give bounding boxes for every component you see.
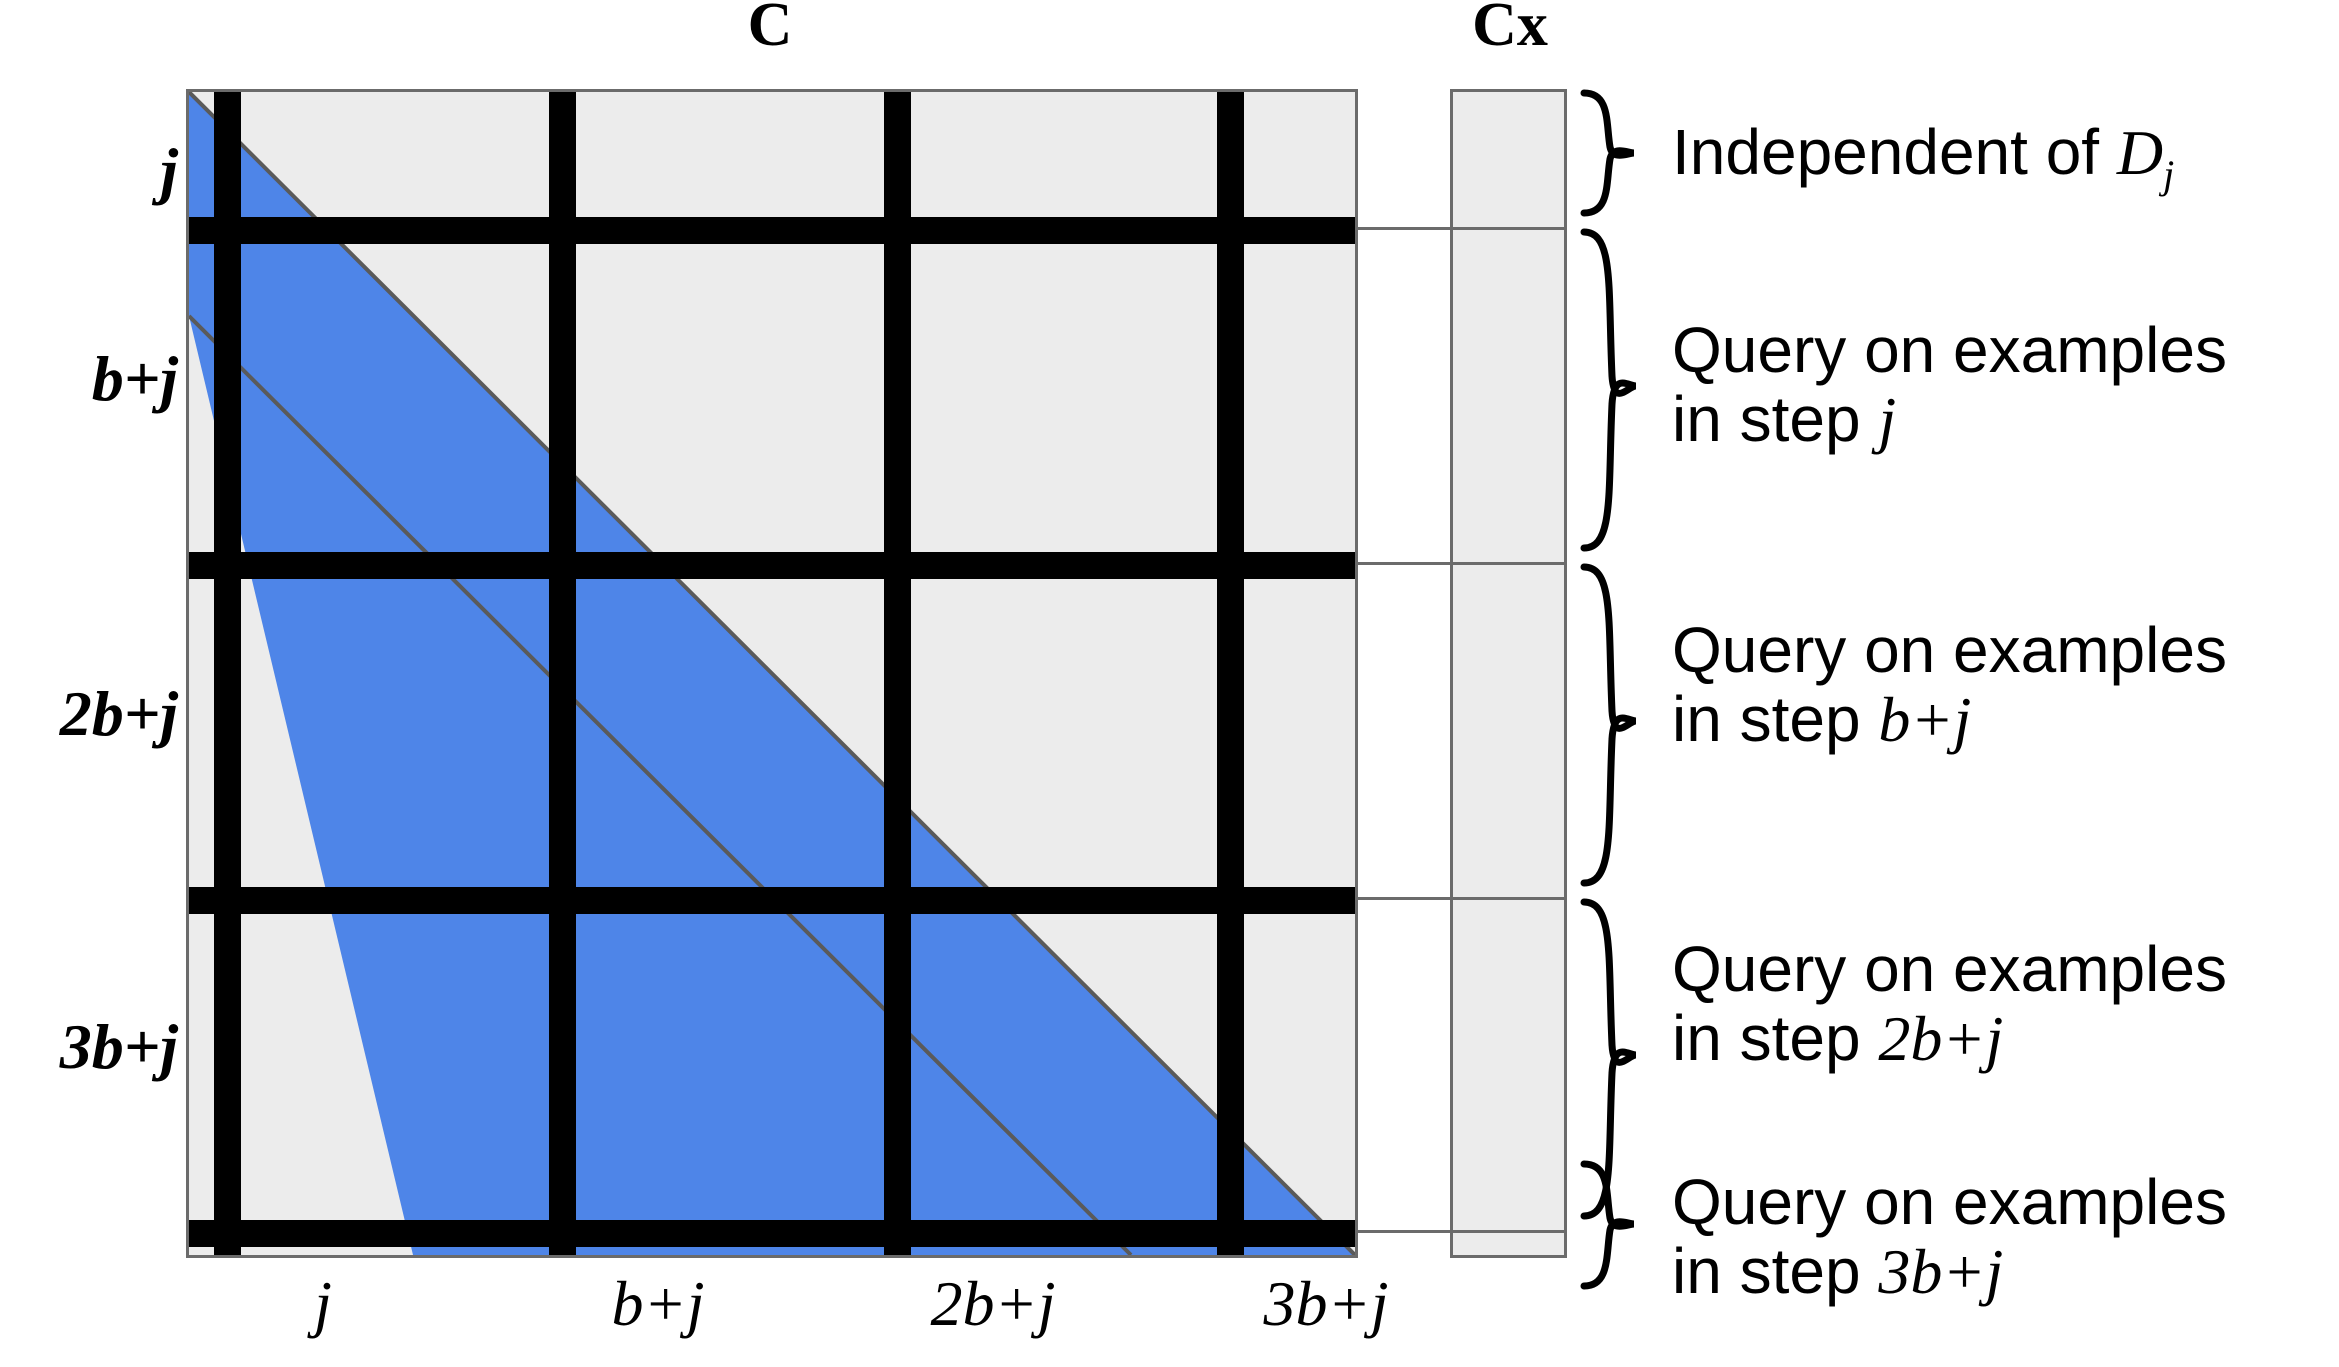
annotation-5-line2: in step 3b+j <box>1672 1235 2227 1308</box>
annotation-3-step: b+j <box>1878 684 1972 756</box>
brace-group-5 <box>1580 1160 1666 1290</box>
matrix-c-body <box>186 89 1358 1258</box>
cx-divider-bj <box>1453 562 1564 565</box>
col-tick-3bj: 3b+j <box>1263 1268 1389 1339</box>
brace-group-3 <box>1580 563 1666 887</box>
matrix-c-svg <box>189 92 1355 1255</box>
curly-brace-icon <box>1580 89 1635 217</box>
brace-group-1 <box>1580 89 1666 217</box>
connector-line-j <box>1355 227 1453 230</box>
annotation-4-line1: Query on examples <box>1672 933 2227 1005</box>
annotation-1-symbol: D <box>2116 117 2164 188</box>
matrix-c-cells <box>189 92 1355 1255</box>
annotation-2: Query on examples in step j <box>1672 314 2227 456</box>
annotation-2-line1: Query on examples <box>1672 314 2227 386</box>
curly-brace-icon <box>1580 228 1637 552</box>
row-tick-3bj: 3b+j <box>59 1011 178 1082</box>
annotation-4-line2: in step 2b+j <box>1672 1002 2227 1075</box>
col-tick-2bj: 2b+j <box>930 1268 1056 1339</box>
cx-divider-j <box>1453 227 1564 230</box>
annotation-2-step: j <box>1878 384 1897 456</box>
annotation-4: Query on examples in step 2b+j <box>1672 933 2227 1075</box>
annotation-2-line2: in step j <box>1672 383 2227 456</box>
brace-group-2 <box>1580 228 1666 552</box>
annotation-5-step: 3b+j <box>1878 1236 2004 1308</box>
cx-divider-3bj <box>1453 1230 1564 1233</box>
matrix-c-header: C <box>747 0 793 59</box>
annotation-3: Query on examples in step b+j <box>1672 614 2227 756</box>
annotation-3-prefix: in step <box>1672 683 1861 756</box>
band-lower-diagonal <box>189 314 1133 1255</box>
annotation-4-step: 2b+j <box>1878 1003 2004 1075</box>
annotation-1-subscript: j <box>2163 152 2175 197</box>
annotation-5-prefix: in step <box>1672 1235 1861 1308</box>
annotation-3-line2: in step b+j <box>1672 683 2227 756</box>
annotation-5: Query on examples in step 3b+j <box>1672 1166 2227 1308</box>
vector-cx-header: Cx <box>1472 0 1548 59</box>
block-grid-horizontal <box>189 217 1355 1247</box>
annotation-1-text: Independent of <box>1672 116 2100 188</box>
cx-divider-2bj <box>1453 897 1564 900</box>
annotation-2-prefix: in step <box>1672 383 1861 456</box>
col-tick-bj: b+j <box>611 1268 705 1339</box>
annotation-4-prefix: in step <box>1672 1002 1861 1075</box>
block-grid-vertical <box>214 92 1244 1255</box>
vector-cx-body <box>1450 89 1567 1258</box>
connector-line-bj <box>1355 562 1453 565</box>
row-tick-2bj: 2b+j <box>59 678 178 749</box>
annotation-3-line1: Query on examples <box>1672 614 2227 686</box>
annotation-5-line1: Query on examples <box>1672 1166 2227 1238</box>
connector-line-2bj <box>1355 897 1453 900</box>
col-tick-j: j <box>314 1268 332 1339</box>
curly-brace-icon <box>1580 898 1637 1220</box>
brace-group-4 <box>1580 898 1666 1220</box>
row-tick-bj: b+j <box>91 343 178 414</box>
annotation-1: Independent of Dj <box>1672 116 2175 197</box>
curly-brace-icon <box>1580 563 1637 887</box>
connector-line-3bj <box>1355 1230 1453 1233</box>
row-tick-j: j <box>160 135 178 206</box>
curly-brace-icon <box>1580 1160 1635 1290</box>
band-upper-diagonal <box>189 92 1355 1255</box>
